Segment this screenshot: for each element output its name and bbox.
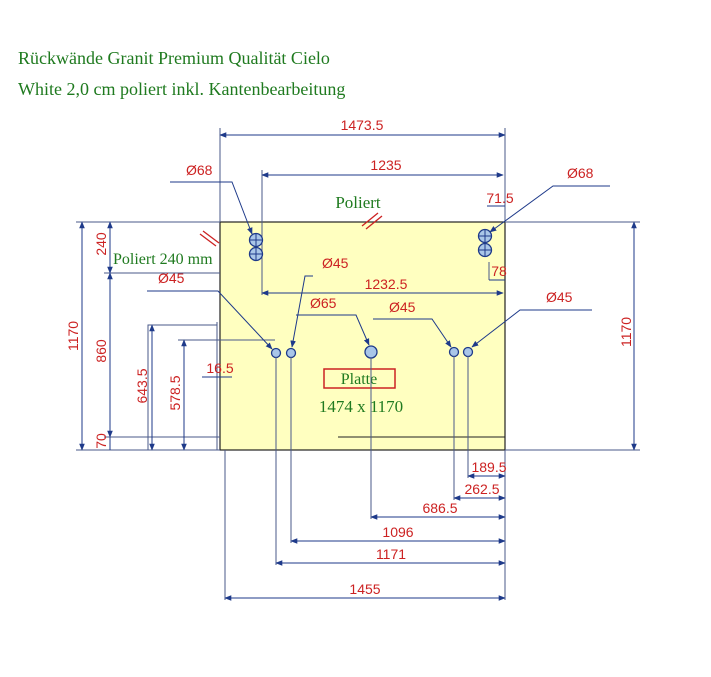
hole-45-d: [462, 346, 474, 358]
dim-71: 71.5: [486, 190, 513, 206]
plate-label: Platte: [341, 371, 377, 388]
label-d45-c: Ø45: [389, 299, 416, 315]
dim-left-1170: 1170: [65, 321, 81, 351]
hatch-left: [202, 230, 220, 244]
dim-top-width: 1473.5: [341, 117, 384, 133]
dim-right-1170: 1170: [618, 317, 634, 347]
hole-45-b: [285, 347, 297, 359]
plate-size: 1474 x 1170: [319, 397, 403, 416]
dim-left-860: 860: [93, 339, 109, 363]
label-poliert-left: Poliert 240 mm: [113, 251, 213, 268]
leader-d45-c: [373, 318, 452, 348]
dim-socket-spacing: 1235: [370, 157, 401, 173]
plate-label-box: [323, 368, 396, 389]
plate-rect: [219, 221, 506, 451]
dim-b-1455: 1455: [349, 581, 380, 597]
dim-left-578: 578.5: [167, 375, 183, 410]
ext-line: [147, 324, 217, 450]
socket-left-double: [248, 232, 264, 262]
dim-b-189: 189.5: [471, 459, 506, 475]
dim-left-70: 70: [93, 433, 109, 449]
title-line-2: White 2,0 cm poliert inkl. Kantenbearbei…: [18, 79, 345, 99]
leader-d45-b: [290, 275, 313, 348]
title-line-1: Rückwände Granit Premium Qualität Cielo: [18, 48, 330, 68]
label-d68-left: Ø68: [186, 162, 213, 178]
dim-left-643: 643.5: [134, 368, 150, 403]
leader-d45-d: [471, 309, 592, 348]
dim-78: 78: [491, 263, 507, 279]
socket-right-double: [477, 228, 493, 258]
hatch-top: [361, 212, 379, 227]
dim-b-686: 686.5: [422, 500, 457, 516]
leader-d68-right: [489, 185, 610, 233]
label-d45-a: Ø45: [158, 270, 185, 286]
label-d65: Ø65: [310, 295, 337, 311]
label-poliert-top: Poliert: [335, 193, 381, 212]
leader-d45-a: [147, 290, 273, 350]
hole-45-c: [448, 346, 460, 358]
hatch-top: [365, 215, 383, 230]
dim-b-1171: 1171: [376, 546, 406, 562]
label-d45-d: Ø45: [546, 289, 573, 305]
leader-d68-left: [170, 181, 253, 235]
label-d45-b: Ø45: [322, 255, 349, 271]
dim-left-240: 240: [93, 232, 109, 256]
hatch-left: [199, 233, 217, 247]
dim-left-16: 16.5: [206, 360, 233, 376]
hole-65: [364, 345, 378, 359]
label-d68-right: Ø68: [567, 165, 594, 181]
hole-45-a: [270, 347, 282, 359]
leader-d65: [296, 314, 370, 346]
dim-b-1096: 1096: [382, 524, 413, 540]
dim-b-262: 262.5: [464, 481, 499, 497]
dim-socket-lower: 1232.5: [365, 276, 408, 292]
